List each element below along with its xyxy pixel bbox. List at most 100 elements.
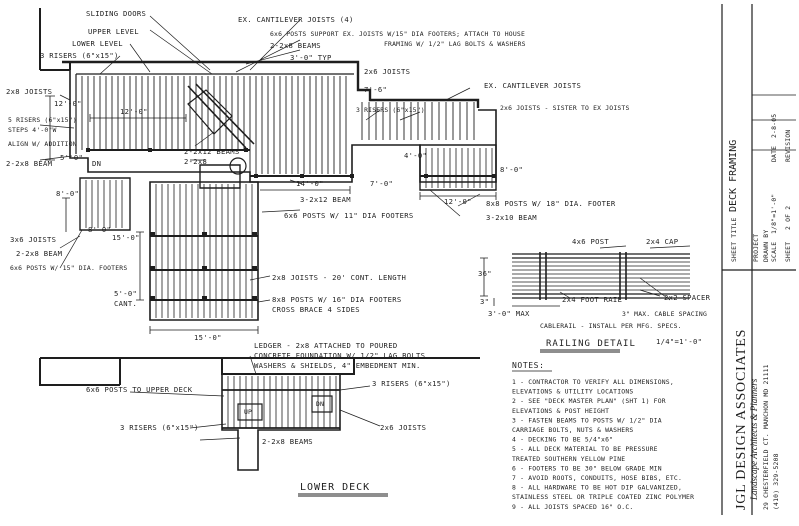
- post-marker: [86, 148, 90, 152]
- label-posts-8x8-18: 8x8 POSTS W/ 18" DIA. FOOTER: [486, 199, 616, 208]
- label-cross-bracing: CROSS BRACE 4 SIDES: [272, 305, 360, 314]
- railing-leaders: [559, 245, 691, 301]
- landing-box: [199, 164, 241, 189]
- house-wall-left: [39, 8, 71, 71]
- post-marker: [202, 296, 207, 301]
- lower-span-outline: [149, 181, 259, 321]
- railing-title: RAILING DETAIL: [546, 339, 636, 349]
- upper-joists: [81, 76, 475, 174]
- label-upper-level: UPPER LEVEL: [88, 27, 139, 36]
- label-sliding-doors: SLIDING DOORS: [86, 9, 146, 18]
- rail-label-cable: 3" MAX. CABLE SPACING: [622, 310, 707, 318]
- label-joists-sister: 2x6 JOISTS - SISTER TO EX JOISTS: [500, 104, 630, 112]
- label-dn-upper: DN: [92, 159, 101, 168]
- dim-12-right: [419, 192, 497, 200]
- label-joists-3x6: 3x6 JOISTS: [10, 235, 56, 244]
- label-ex-cantilever-right: EX. CANTILEVER JOISTS: [484, 81, 581, 90]
- lower-leaders: [129, 355, 381, 441]
- label-beam-lower: 2-2x8 BEAM: [16, 249, 63, 258]
- note-line: 9 - ALL JOISTS SPACED 16" O.C.: [512, 503, 633, 511]
- label-dim-8: 8'-0": [56, 189, 79, 198]
- rail-label-max: 3'-0" MAX: [488, 309, 530, 318]
- note-line: 1 - CONTRACTOR TO VERIFY ALL DIMENSIONS,: [512, 378, 674, 386]
- lower-label-ledger2: CONCRETE FOUNDATION W/ 1/2" LAG BOLTS: [254, 351, 425, 360]
- post-marker: [252, 232, 257, 237]
- label-dim-5: 5'-0": [60, 153, 83, 162]
- label-dim-4: 4'-0": [404, 151, 427, 160]
- leader-lines: [39, 15, 481, 303]
- firm-phone: (410) 329-5208: [772, 453, 780, 510]
- label-framing-lag: FRAMING W/ 1/2" LAG BOLTS & WASHERS: [384, 40, 526, 48]
- revision-label: REVISION: [784, 130, 792, 162]
- post-marker: [244, 148, 248, 152]
- lower-label-joists: 2x6 JOISTS: [380, 423, 426, 432]
- lower-deck-outline: [221, 373, 341, 471]
- sheet-label: SHEET: [784, 242, 792, 262]
- scale-label: SCALE: [770, 242, 778, 262]
- dim-15-bottom: [149, 326, 259, 334]
- dim-8-left: [62, 197, 70, 232]
- lower-deck-beams: [222, 389, 340, 429]
- railing-dims: [480, 257, 560, 307]
- label-posts-11: 6x6 POSTS W/ 11" DIA FOOTERS: [284, 211, 414, 220]
- note-line: STAINLESS STEEL OR TRIPLE COATED ZINC PO…: [512, 493, 694, 501]
- label-posts-support: 6x6 POSTS SUPPORT EX. JOISTS W/15" DIA F…: [270, 30, 525, 38]
- note-line: 3 - FASTEN BEAMS TO POSTS W/ 1/2" DIA: [512, 416, 662, 424]
- note-line: 4 - DECKING TO BE 5/4"x6": [512, 436, 613, 444]
- railing-rails: [512, 253, 690, 299]
- post-marker: [148, 148, 152, 152]
- date-value: 2-8-05: [770, 114, 778, 138]
- post-marker: [252, 266, 257, 271]
- post-marker: [202, 232, 207, 237]
- notes-heading: NOTES:: [512, 361, 545, 370]
- long-joists-20ft: [155, 184, 253, 318]
- dim-12-upper: [89, 114, 187, 122]
- general-notes: NOTES: 1 - CONTRACTOR TO VERIFY ALL DIME…: [512, 361, 694, 511]
- sheet-value: 2 OF 2: [784, 206, 792, 230]
- note-line: ELEVATIONS & UTILITY LOCATIONS: [512, 388, 633, 396]
- project-label: PROJECT: [752, 234, 760, 262]
- label-joists-2x6: 2x6 JOISTS: [364, 67, 410, 76]
- rail-label-foot: 2x4 FOOT RAIL: [562, 295, 622, 304]
- lower-step-boxes: [237, 395, 333, 421]
- post-marker: [300, 174, 304, 178]
- right-box-joists: [425, 148, 493, 188]
- label-posts-8x8-16: 8x8 POSTS W/ 16" DIA FOOTERS: [272, 295, 402, 304]
- note-line: 6 - FOOTERS TO BE 30" BELOW GRADE MIN: [512, 464, 662, 472]
- rail-label-gap: 3": [480, 297, 489, 306]
- lower-label-up: UP: [244, 408, 252, 416]
- firm-name: JGL DESIGN ASSOCIATES: [734, 329, 749, 510]
- upper-framing-plan: SLIDING DOORS UPPER LEVEL LOWER LEVEL 3 …: [6, 8, 630, 342]
- note-line: 2 - SEE "DECK MASTER PLAN" (SHT 1) FOR: [512, 397, 666, 405]
- note-line: CARRIAGE BOLTS, NUTS & WASHERS: [512, 426, 633, 434]
- dim-14: [260, 186, 351, 194]
- label-typ: 3'-0" TYP: [290, 53, 332, 62]
- label-dim-15: 15'-0": [112, 233, 140, 242]
- lower-deck-plan: LEDGER - 2x8 ATTACHED TO POURED CONCRETE…: [39, 341, 480, 497]
- lower-house-wall: [39, 357, 480, 386]
- label-dim-8-box: 8'-0": [88, 225, 111, 234]
- rail-label-cap: 2x4 CAP: [646, 237, 678, 246]
- rail-label-spacer: 2x2 SPACER: [664, 293, 711, 302]
- sheet-title-label: SHEET TITLE: [730, 217, 738, 262]
- scale-value: 1/8"=1'-0": [770, 194, 778, 234]
- label-posts-6x6: 6x6 POSTS W/ 15" DIA. FOOTERS: [10, 264, 127, 272]
- label-lower-level: LOWER LEVEL: [72, 39, 123, 48]
- note-line: 5 - ALL DECK MATERIAL TO BE PRESSURE: [512, 445, 658, 453]
- post-marker: [252, 296, 257, 301]
- label-steps: STEPS 4'-0"W: [8, 126, 57, 134]
- notes-list: 1 - CONTRACTOR TO VERIFY ALL DIMENSIONS,…: [512, 378, 694, 511]
- label-dim-12-left: 12'-0": [54, 99, 82, 108]
- post-marker: [150, 232, 155, 237]
- post-marker: [150, 266, 155, 271]
- left-step-box: [79, 177, 131, 231]
- label-align: ALIGN W/ ADDITION: [8, 140, 77, 148]
- railing-title-underline: [540, 349, 620, 353]
- sheet-title: DECK FRAMING: [728, 140, 739, 212]
- diagonal-stair: [187, 89, 233, 135]
- label-dim-12-upper: 12'-0": [120, 107, 148, 116]
- left-step-joists: [85, 180, 123, 228]
- label-ex-cantilever-joists: EX. CANTILEVER JOISTS (4): [238, 15, 354, 24]
